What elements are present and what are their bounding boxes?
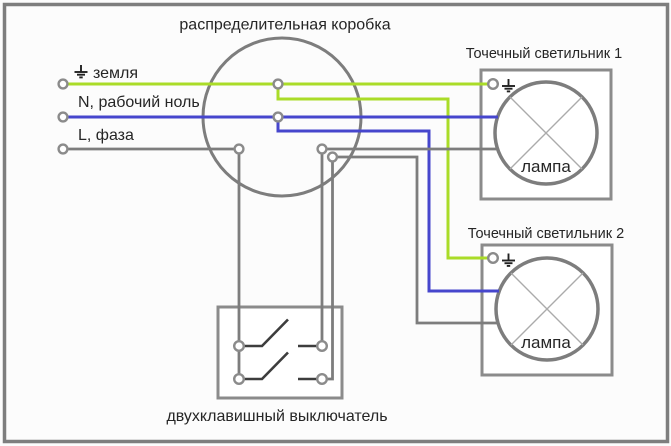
switch-terminal-right-1	[316, 340, 329, 353]
junction-dot-ground	[272, 78, 284, 90]
spotlight-1-ground-terminal	[487, 77, 500, 90]
switched-wire-to-lamp-2	[326, 155, 498, 381]
feed-terminal-phase	[57, 143, 69, 155]
junction-dot-switched-2	[326, 151, 339, 163]
switched-wire-to-lamp-1	[320, 147, 497, 346]
neutral-feed-label: N, рабочий ноль	[78, 94, 200, 111]
switch-contacts	[243, 318, 318, 381]
phase-feed-label: L, фаза	[78, 127, 134, 144]
terminals-and-junctions	[57, 77, 500, 386]
junction-dot-neutral	[272, 111, 284, 123]
lamp-1-symbol	[493, 80, 599, 186]
lamp-2-cross-icon	[510, 272, 584, 346]
switch-terminal-left-2	[232, 373, 245, 386]
spotlight-2-ground-terminal	[487, 251, 500, 264]
neutral-wire-to-spotlight-2	[276, 117, 499, 293]
lamp-2-symbol	[494, 256, 600, 362]
spotlight-2-title: Точечный светильник 2	[468, 226, 624, 242]
distribution-box-label: распределительная коробка	[179, 17, 390, 34]
switch-blade-2-icon	[243, 351, 289, 381]
feed-terminal-neutral	[57, 111, 69, 123]
switch-terminal-left-1	[232, 340, 245, 353]
lamp-1-cross-icon	[509, 96, 583, 170]
switch-blade-1-icon	[243, 318, 289, 348]
junction-dot-phase	[233, 143, 245, 155]
switch-label: двухклавишный выключатель	[166, 408, 387, 425]
lamp-2-label: лампа	[521, 333, 571, 352]
lamp-1-label: лампа	[521, 157, 571, 176]
feed-terminal-ground	[57, 78, 69, 90]
switch-terminal-right-2	[316, 373, 329, 386]
phase-feed-wire-to-switch	[67, 147, 241, 379]
ground-icon	[73, 64, 89, 79]
ground-wire-to-spotlight-2	[276, 84, 489, 260]
spotlight-1-title: Точечный светильник 1	[466, 46, 622, 62]
junction-dot-switched-1	[316, 143, 328, 155]
ground-feed-label: земля	[93, 65, 138, 82]
